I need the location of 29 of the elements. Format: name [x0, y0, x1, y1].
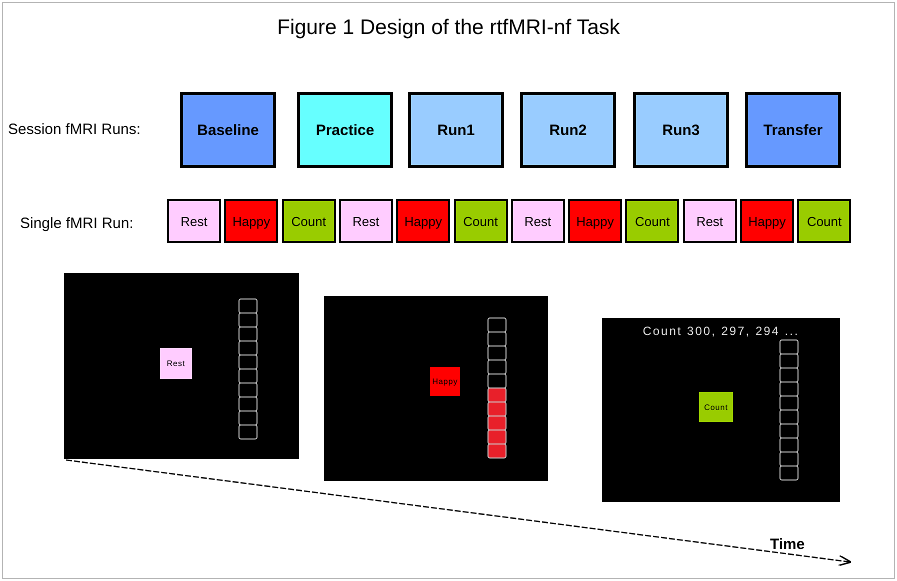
screen-panel	[64, 273, 299, 459]
block-box: Happy	[740, 199, 794, 243]
block-box: Rest	[682, 199, 737, 243]
figure-title: Figure 1 Design of the rtfMRI-nf Task	[276, 16, 621, 40]
row-label: Single fMRI Run:	[20, 215, 134, 232]
cue-box: Happy	[430, 367, 460, 396]
axis-label: Time	[770, 536, 805, 553]
block-box: Happy	[568, 199, 622, 243]
run-box: Run3	[633, 92, 729, 168]
run-box: Practice	[297, 92, 393, 168]
block-box: Rest	[510, 199, 565, 243]
block-box: Count	[797, 199, 852, 243]
block-box: Count	[625, 199, 680, 243]
run-box: Run2	[520, 92, 616, 168]
block-box: Count	[282, 199, 336, 243]
run-box: Baseline	[180, 92, 276, 168]
block-box: Count	[454, 199, 508, 243]
block-box: Rest	[167, 199, 221, 243]
screen-caption: Count 300, 297, 294 ...	[642, 324, 800, 338]
cue-box: Rest	[160, 348, 192, 379]
block-box: Happy	[224, 199, 278, 243]
run-box: Run1	[408, 92, 504, 168]
screen-panel	[324, 296, 548, 481]
cue-box: Count	[699, 392, 733, 422]
block-box: Happy	[396, 199, 450, 243]
screen-panel	[602, 318, 840, 502]
row-label: Session fMRI Runs:	[8, 121, 141, 138]
run-box: Transfer	[745, 92, 841, 168]
block-box: Rest	[338, 199, 393, 243]
